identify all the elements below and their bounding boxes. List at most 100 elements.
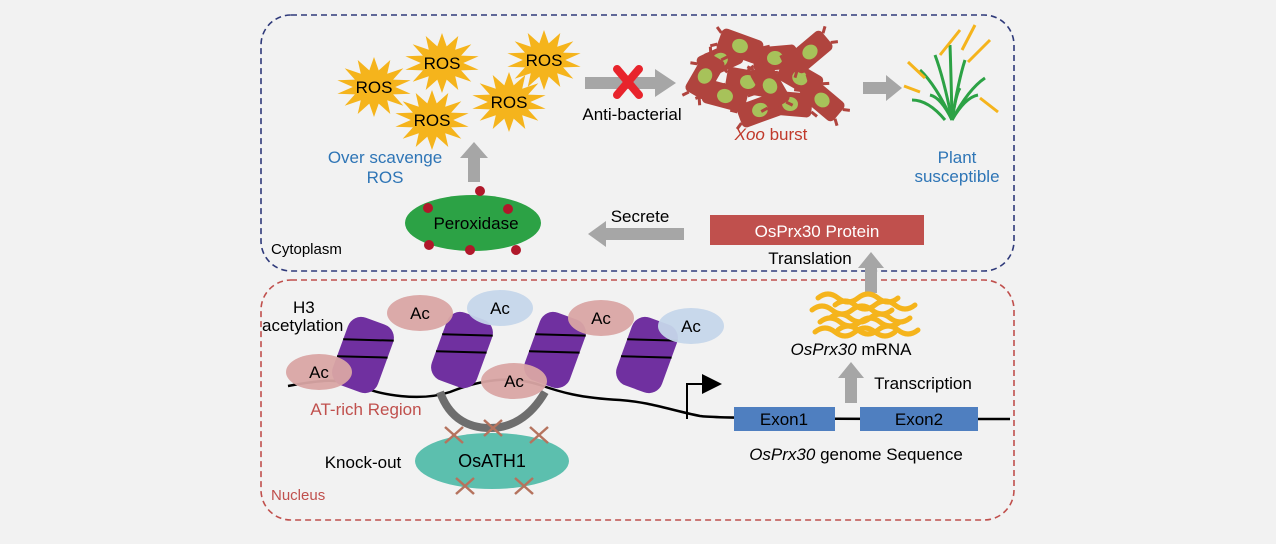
nucleosome — [616, 316, 678, 394]
leaf — [948, 44, 954, 121]
ros-burst: ROS — [405, 33, 479, 93]
cytoplasm-compartment — [260, 14, 1015, 272]
peroxidase-enzyme — [405, 186, 541, 255]
leaf — [979, 96, 999, 114]
ros-label: ROS — [424, 54, 461, 73]
leaf — [950, 93, 979, 121]
plant-icon — [903, 24, 999, 121]
secrete-label: Secrete — [611, 207, 670, 226]
osath1-label: OsATH1 — [458, 451, 526, 471]
ros-label: ROS — [526, 51, 563, 70]
acetyl-mark: Ac — [658, 308, 724, 344]
acetyl-mark: Ac — [481, 363, 547, 399]
peroxidase-label: Peroxidase — [433, 214, 518, 233]
ac-label: Ac — [681, 317, 701, 336]
at-rich-arc — [436, 389, 549, 433]
nucleosome — [431, 311, 493, 389]
leaf — [966, 38, 992, 64]
acetyl-mark: Ac — [568, 300, 634, 336]
nucleus-label: Nucleus — [271, 487, 325, 504]
leaf — [929, 93, 954, 121]
mrna-icon — [809, 291, 921, 339]
mrna-strand — [812, 325, 898, 339]
ros-burst: ROS — [472, 72, 546, 132]
mrna-italic: OsPrx30 — [791, 340, 858, 359]
knockout-x-icon — [514, 477, 534, 495]
genome-italic: OsPrx30 — [749, 445, 816, 464]
xoo-bacterium — [709, 26, 771, 66]
leaf — [906, 60, 927, 80]
xoo-burst-label: Xoo burst — [734, 125, 808, 144]
transcription-start-arrow — [686, 374, 722, 419]
xoo-bacteria-cluster — [681, 25, 851, 130]
gray-arrow — [460, 142, 488, 182]
knockout-x-icon — [455, 477, 475, 495]
red-x-icon — [613, 65, 643, 99]
ros-burst: ROS — [507, 30, 581, 90]
blocked-arrow — [585, 65, 676, 99]
ros-label: ROS — [491, 93, 528, 112]
xoo-italic: Xoo — [734, 125, 765, 144]
gray-arrow — [838, 362, 864, 403]
ros-burst: ROS — [337, 57, 411, 117]
at-rich-label: AT-rich Region — [310, 400, 421, 419]
gray-arrow — [863, 75, 902, 101]
cytoplasm-label: Cytoplasm — [271, 241, 342, 258]
mrna-strand — [832, 298, 918, 312]
mrna-rest: mRNA — [857, 340, 912, 359]
exon1-label: Exon1 — [760, 410, 808, 429]
knockout-x-icon — [444, 426, 464, 444]
translation-label: Translation — [768, 249, 851, 268]
xoo-bacterium — [793, 73, 851, 127]
leaf — [950, 87, 962, 121]
scavenge-label-line1: Over scavenge — [328, 148, 442, 167]
mrna-strand — [835, 323, 921, 337]
xoo-bacterium — [781, 25, 839, 79]
plant-label-line2: susceptible — [914, 167, 999, 186]
exon2-label: Exon2 — [895, 410, 943, 429]
xoo-bacterium — [681, 46, 729, 106]
ros-label: ROS — [356, 78, 393, 97]
xoo-rest: burst — [765, 125, 808, 144]
antibacterial-label: Anti-bacterial — [582, 105, 681, 124]
ros-label: ROS — [414, 111, 451, 130]
mrna-strand — [827, 311, 913, 325]
osath1-protein — [415, 433, 569, 489]
knockout-x-icon — [483, 419, 503, 437]
xoo-bacterium — [746, 56, 794, 116]
leaf — [960, 24, 977, 51]
ac-label: Ac — [309, 363, 329, 382]
knockout-x-icon — [529, 426, 549, 444]
exon1-box — [734, 407, 835, 431]
ac-label: Ac — [504, 372, 524, 391]
gray-arrow — [858, 252, 884, 293]
nucleosome — [524, 311, 586, 389]
scavenge-label-line2: ROS — [367, 168, 404, 187]
acetyl-mark: Ac — [467, 290, 533, 326]
ac-label: Ac — [591, 309, 611, 328]
plant-label-line1: Plant — [938, 148, 977, 167]
leaf — [903, 84, 921, 94]
histone-label-line1: H3 — [293, 298, 315, 317]
protein-label: OsPrx30 Protein — [755, 222, 880, 241]
ros-burst: ROS — [395, 90, 469, 150]
gray-arrow — [588, 221, 684, 247]
genome-rest: genome Sequence — [815, 445, 962, 464]
histone-label-line2: acetylation — [262, 316, 343, 335]
ac-label: Ac — [490, 299, 510, 318]
leaf — [911, 98, 947, 121]
transcription-label: Transcription — [874, 374, 972, 393]
knockout-label: Knock-out — [325, 453, 402, 472]
genome-label: OsPrx30 genome Sequence — [749, 445, 963, 464]
acetyl-mark: Ac — [286, 354, 352, 390]
mrna-label: OsPrx30 mRNA — [791, 340, 913, 359]
ac-label: Ac — [410, 304, 430, 323]
ros-cluster: ROS ROS ROS ROS ROS — [337, 30, 581, 150]
leaf — [938, 29, 962, 56]
exon2-box — [860, 407, 978, 431]
acetyl-mark: Ac — [387, 295, 453, 331]
nucleus-compartment — [260, 279, 1015, 521]
